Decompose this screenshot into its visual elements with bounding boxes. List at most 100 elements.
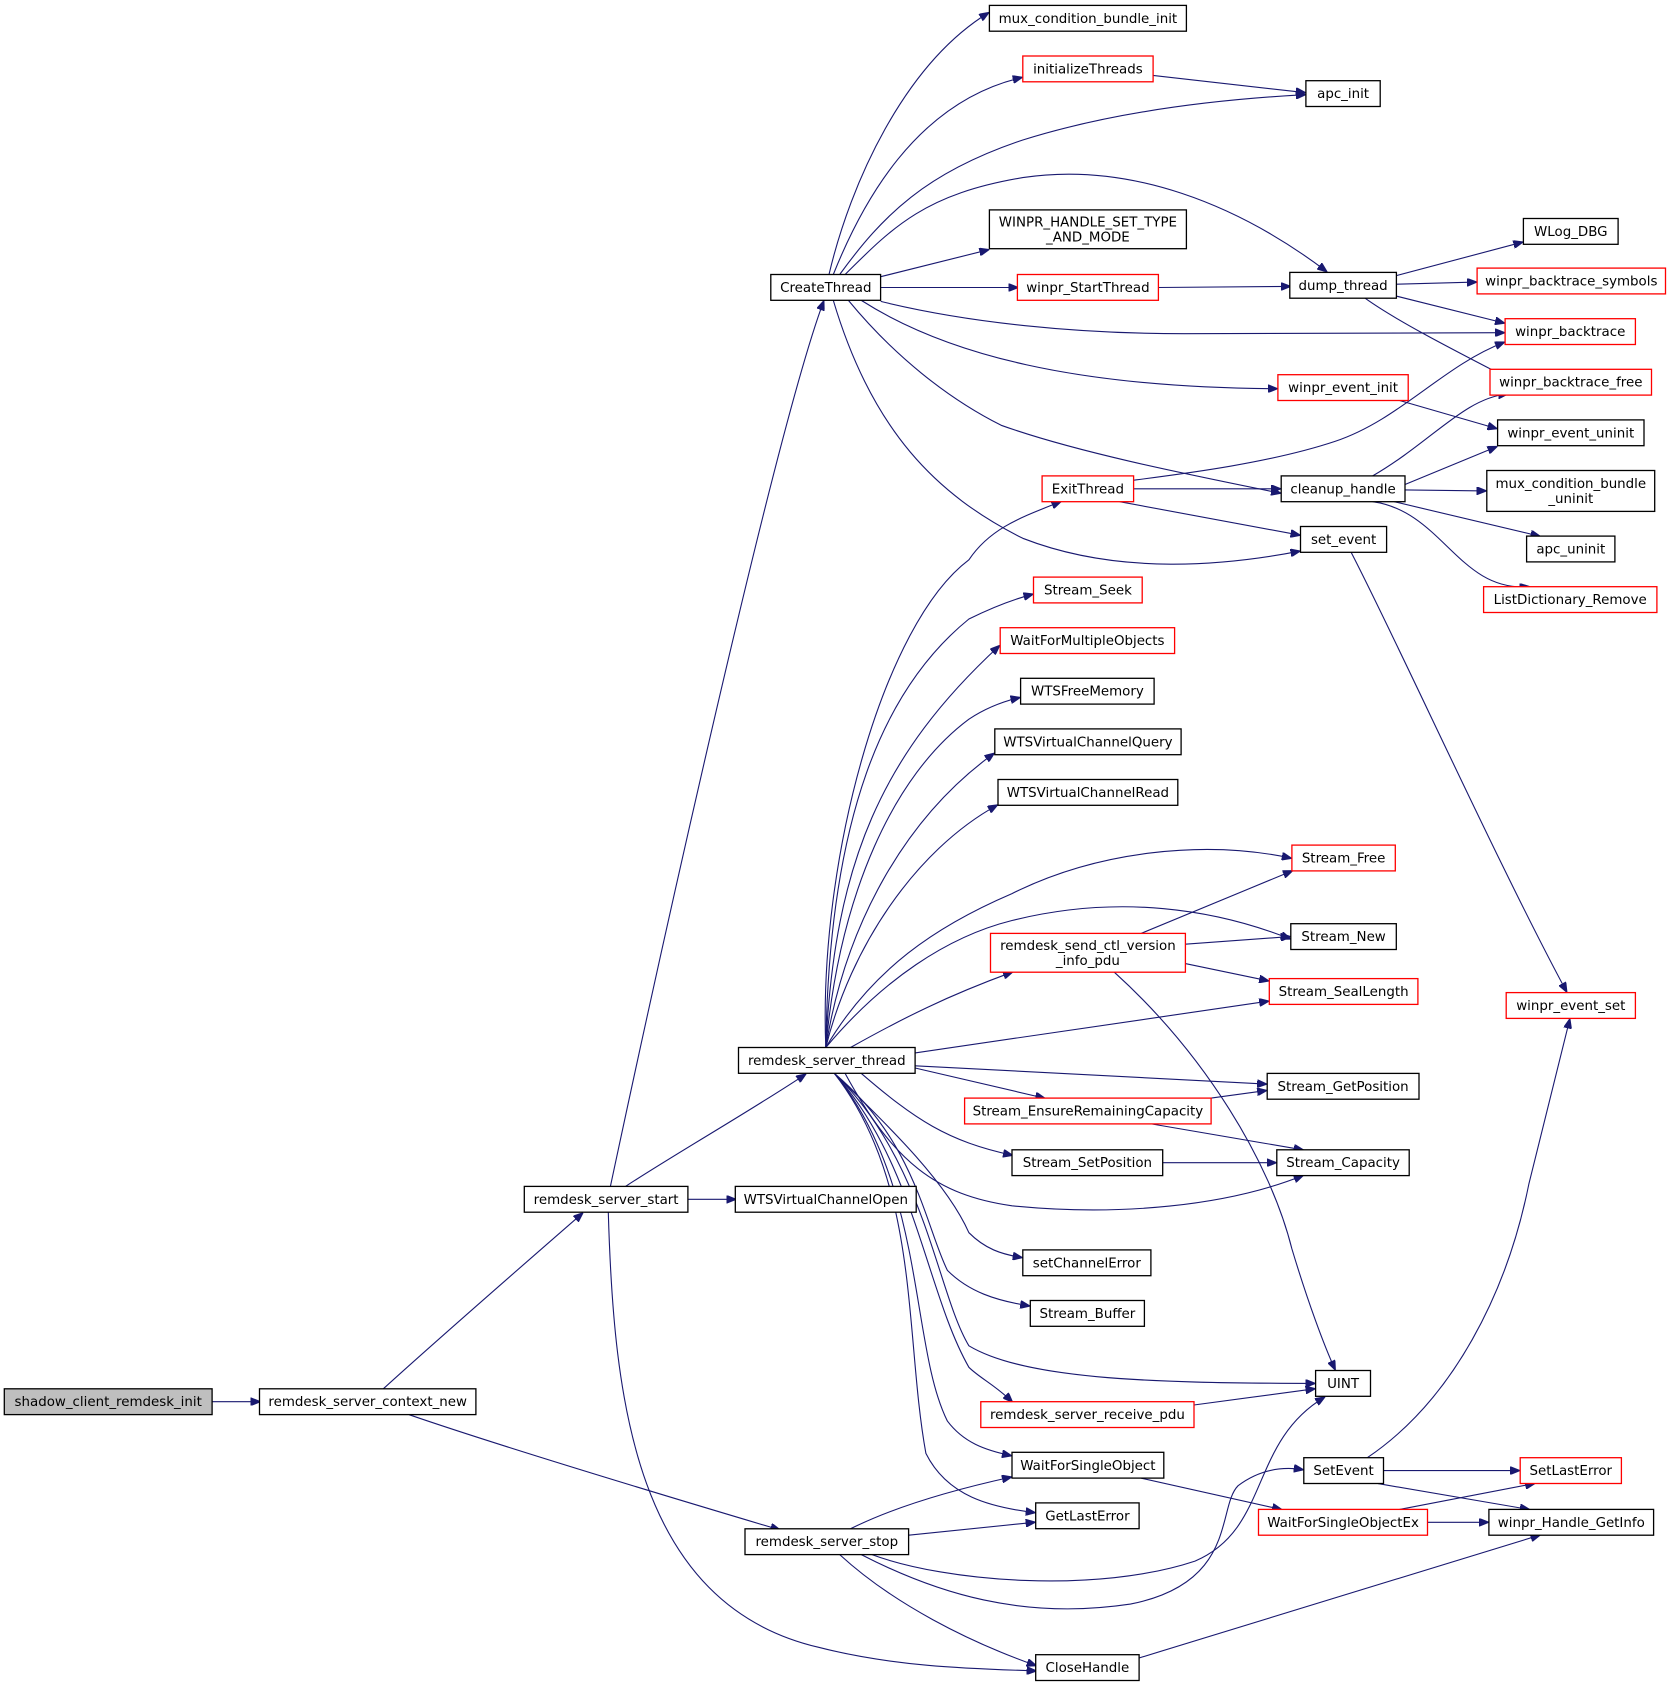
edge-remdesk_server_stop-to-UINT <box>871 1397 1324 1582</box>
node-WTSFreeMemory[interactable]: WTSFreeMemory <box>1019 677 1155 705</box>
node-label: SetEvent <box>1313 1464 1373 1479</box>
edge-CreateThread-to-WINPR_HANDLE_SET_TYPE_AND_MODE <box>880 250 989 278</box>
node-Stream_New[interactable]: Stream_New <box>1290 923 1397 951</box>
node-box <box>1504 318 1637 346</box>
node-winpr_Handle_GetInfo[interactable]: winpr_Handle_GetInfo <box>1488 1508 1655 1536</box>
node-WTSVirtualChannelOpen[interactable]: WTSVirtualChannelOpen <box>734 1185 917 1213</box>
node-SetEvent[interactable]: SetEvent <box>1303 1457 1385 1485</box>
node-mux_condition_bundle_uninit[interactable]: mux_condition_bundle_uninit <box>1486 469 1656 513</box>
edge-remdesk_server_thread-to-WaitForMultipleObjects <box>825 646 999 1048</box>
node-box <box>1277 374 1409 402</box>
node-initializeThreads[interactable]: initializeThreads <box>1022 55 1154 83</box>
node-WaitForSingleObject[interactable]: WaitForSingleObject <box>1011 1451 1165 1479</box>
node-label: apc_init <box>1317 87 1369 102</box>
node-apc_uninit[interactable]: apc_uninit <box>1525 535 1616 563</box>
node-WaitForMultipleObjects[interactable]: WaitForMultipleObjects <box>999 627 1176 655</box>
node-label: remdesk_server_thread <box>748 1054 906 1069</box>
node-cleanup_handle[interactable]: cleanup_handle <box>1280 475 1406 503</box>
node-set_event[interactable]: set_event <box>1299 525 1388 553</box>
node-winpr_backtrace_free[interactable]: winpr_backtrace_free <box>1489 368 1653 396</box>
edge-remdesk_server_stop-to-SetEvent <box>861 1468 1302 1610</box>
node-winpr_event_set[interactable]: winpr_event_set <box>1505 991 1637 1020</box>
node-label: _info_pdu <box>1055 954 1120 969</box>
edge-CloseHandle-to-winpr_Handle_GetInfo <box>1138 1535 1540 1659</box>
node-label: mux_condition_bundle_init <box>999 12 1178 27</box>
node-setChannelError[interactable]: setChannelError <box>1022 1249 1152 1277</box>
node-ExitThread[interactable]: ExitThread <box>1041 475 1135 503</box>
node-SetLastError[interactable]: SetLastError <box>1519 1457 1623 1485</box>
node-CreateThread[interactable]: CreateThread <box>770 273 882 301</box>
node-Stream_Capacity[interactable]: Stream_Capacity <box>1276 1149 1410 1177</box>
node-label: winpr_event_set <box>1516 999 1625 1014</box>
node-remdesk_server_context_new[interactable]: remdesk_server_context_new <box>258 1388 477 1416</box>
node-winpr_StartThread[interactable]: winpr_StartThread <box>1016 273 1160 301</box>
node-label: WTSFreeMemory <box>1031 685 1144 700</box>
node-label: winpr_backtrace <box>1515 325 1625 340</box>
edge-remdesk_server_thread-to-Stream_GetPosition <box>915 1065 1266 1084</box>
node-Stream_EnsureRemainingCapacity[interactable]: Stream_EnsureRemainingCapacity <box>963 1097 1212 1125</box>
node-box <box>1314 1369 1372 1397</box>
node-label: Stream_New <box>1301 930 1385 945</box>
edge-remdesk_server_thread-to-Stream_SealLength <box>915 1001 1268 1054</box>
node-apc_init[interactable]: apc_init <box>1305 80 1381 108</box>
node-WINPR_HANDLE_SET_TYPE_AND_MODE[interactable]: WINPR_HANDLE_SET_TYPE_AND_MODE <box>988 209 1188 250</box>
node-WaitForSingleObjectEx[interactable]: WaitForSingleObjectEx <box>1257 1508 1429 1536</box>
node-box <box>1029 1299 1146 1327</box>
node-Stream_Free[interactable]: Stream_Free <box>1291 844 1396 872</box>
node-winpr_event_init[interactable]: winpr_event_init <box>1277 374 1409 402</box>
edge-remdesk_server_thread-to-WTSFreeMemory <box>825 698 1020 1048</box>
node-Stream_SealLength[interactable]: Stream_SealLength <box>1268 977 1419 1006</box>
edge-remdesk_server_thread-to-Stream_Seek <box>825 594 1033 1048</box>
node-WTSVirtualChannelRead[interactable]: WTSVirtualChannelRead <box>997 778 1179 806</box>
node-box <box>963 1097 1212 1125</box>
node-ListDictionary_Remove[interactable]: ListDictionary_Remove <box>1482 586 1658 614</box>
node-box <box>1011 1451 1165 1479</box>
node-box <box>1519 1457 1623 1485</box>
node-label: _AND_MODE <box>1045 230 1130 245</box>
node-label: WINPR_HANDLE_SET_TYPE <box>999 215 1177 230</box>
node-remdesk_server_start[interactable]: remdesk_server_start <box>523 1185 689 1213</box>
node-Stream_Buffer[interactable]: Stream_Buffer <box>1029 1299 1146 1327</box>
node-WTSVirtualChannelQuery[interactable]: WTSVirtualChannelQuery <box>994 728 1182 756</box>
node-label: Stream_Free <box>1302 852 1386 867</box>
node-UINT[interactable]: UINT <box>1314 1369 1372 1397</box>
node-box <box>1291 844 1396 872</box>
node-remdesk_send_ctl_version_info_pdu[interactable]: remdesk_send_ctl_version_info_pdu <box>989 932 1187 973</box>
node-label: _uninit <box>1547 492 1593 507</box>
edge-remdesk_server_thread-to-remdesk_server_receive_pdu <box>833 1073 1012 1401</box>
node-box <box>1489 368 1653 396</box>
edge-remdesk_server_thread-to-WTSVirtualChannelQuery <box>825 754 994 1048</box>
node-box <box>1280 475 1406 503</box>
edge-CreateThread-to-winpr_backtrace <box>880 300 1504 333</box>
node-WLog_DBG[interactable]: WLog_DBG <box>1522 217 1619 245</box>
edge-ExitThread-to-set_event <box>1119 501 1300 535</box>
node-remdesk_server_receive_pdu[interactable]: remdesk_server_receive_pdu <box>980 1401 1195 1429</box>
node-label: Stream_SealLength <box>1279 985 1409 1000</box>
node-shadow_client_remdesk_init[interactable]: shadow_client_remdesk_init <box>3 1388 213 1416</box>
edge-remdesk_server_thread-to-setChannelError <box>834 1073 1021 1257</box>
edge-remdesk_server_thread-to-GetLastError <box>833 1073 1034 1512</box>
node-CloseHandle[interactable]: CloseHandle <box>1035 1654 1140 1682</box>
node-winpr_event_uninit[interactable]: winpr_event_uninit <box>1496 419 1645 447</box>
nodes-layer: shadow_client_remdesk_init remdesk_server… <box>3 4 1667 1682</box>
node-winpr_backtrace_symbols[interactable]: winpr_backtrace_symbols <box>1476 267 1667 295</box>
node-label: GetLastError <box>1045 1509 1130 1524</box>
node-mux_condition_bundle_init[interactable]: mux_condition_bundle_init <box>988 4 1188 32</box>
node-winpr_backtrace[interactable]: winpr_backtrace <box>1504 318 1637 346</box>
node-label: remdesk_server_start <box>534 1193 679 1208</box>
node-label: Stream_Buffer <box>1040 1307 1136 1322</box>
node-remdesk_server_stop[interactable]: remdesk_server_stop <box>744 1528 910 1556</box>
node-Stream_GetPosition[interactable]: Stream_GetPosition <box>1266 1072 1420 1100</box>
node-label: initializeThreads <box>1033 62 1143 77</box>
node-label: shadow_client_remdesk_init <box>15 1395 202 1410</box>
node-label: winpr_event_init <box>1288 381 1398 396</box>
edge-remdesk_send_ctl_version_info_pdu-to-Stream_Free <box>1140 871 1292 934</box>
node-Stream_SetPosition[interactable]: Stream_SetPosition <box>1011 1149 1164 1177</box>
node-GetLastError[interactable]: GetLastError <box>1035 1502 1140 1530</box>
edge-WaitForSingleObjectEx-to-SetLastError <box>1399 1484 1535 1510</box>
node-remdesk_server_thread[interactable]: remdesk_server_thread <box>737 1046 916 1074</box>
node-box <box>1276 1149 1410 1177</box>
node-Stream_Seek[interactable]: Stream_Seek <box>1032 576 1143 604</box>
edge-dump_thread-to-WLog_DBG <box>1396 242 1522 277</box>
node-dump_thread[interactable]: dump_thread <box>1289 271 1398 299</box>
